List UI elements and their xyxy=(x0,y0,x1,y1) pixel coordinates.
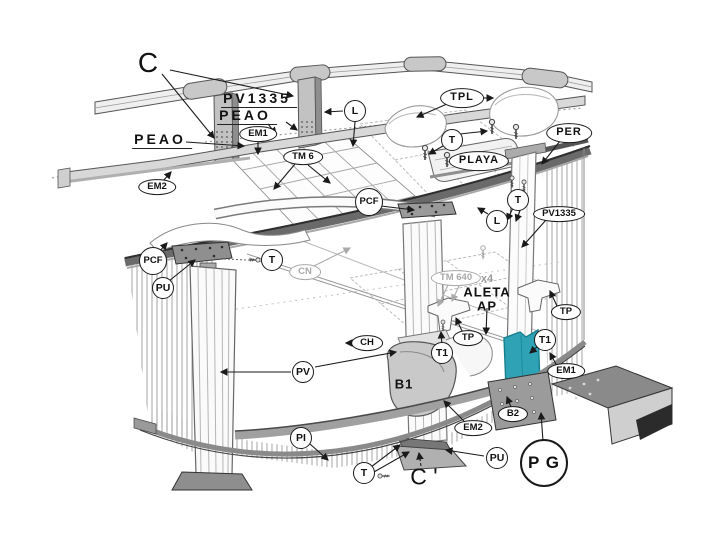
label-pu-bottom: PU xyxy=(486,447,508,469)
label-em1-top: EM1 xyxy=(239,126,277,142)
label-tp-left: TP xyxy=(452,330,484,346)
label-t-left: T xyxy=(261,249,283,271)
label-pcf-mid: PCF xyxy=(355,188,383,216)
label-per: PER xyxy=(546,123,592,143)
seat-shells xyxy=(384,86,559,148)
label-c: C xyxy=(137,47,159,78)
label-pu-left: PU xyxy=(152,277,174,299)
label-pcf-left: PCF xyxy=(139,247,167,275)
label-pv: PV xyxy=(292,361,314,383)
label-b2: B2 xyxy=(497,406,529,422)
label-t1-right: T1 xyxy=(534,329,556,351)
left-column xyxy=(171,265,253,491)
label-pi: PI xyxy=(290,427,312,449)
label-t-bottom: T xyxy=(353,462,375,484)
label-tp-right: TP xyxy=(550,304,582,320)
label-ch: CH xyxy=(351,335,383,351)
label-peao-left: PEAO xyxy=(132,131,192,149)
label-em1-bottom: EM1 xyxy=(547,363,585,379)
label-peao-top: PEAO xyxy=(217,107,277,125)
label-em2-bottom: EM2 xyxy=(454,420,492,436)
label-l-top: L xyxy=(344,100,366,122)
label-pg: P G xyxy=(520,439,568,487)
label-t1-left: T1 xyxy=(431,342,453,364)
label-c-prime: C ' xyxy=(410,463,438,490)
label-aleta-ap: ALETA AP xyxy=(463,285,510,312)
label-aleta-line1: ALETA xyxy=(463,284,511,300)
label-tpl: TPL xyxy=(440,88,484,108)
label-t-post: T xyxy=(507,189,529,211)
leader-lines-gray xyxy=(311,247,460,308)
label-l-mid: L xyxy=(486,210,508,232)
label-tm640: TM 640 xyxy=(430,270,482,286)
label-cn: CN xyxy=(289,264,321,280)
junction-plates xyxy=(487,365,674,445)
label-pv1335-oval: PV1335 xyxy=(533,206,585,222)
label-t-playa: T xyxy=(441,129,463,151)
label-tm6: TM 6 xyxy=(283,149,323,165)
label-pv1335-top: PV1335 xyxy=(221,90,297,108)
upper-ledge-rail xyxy=(57,95,586,189)
leader-lines xyxy=(157,69,561,473)
label-em2-top: EM2 xyxy=(138,179,176,195)
label-aleta-line2: AP xyxy=(476,298,498,313)
label-playa: PLAYA xyxy=(448,151,510,171)
label-b1: B1 xyxy=(394,376,414,392)
top-rail xyxy=(94,56,593,115)
label-x4: x4 xyxy=(480,273,494,285)
